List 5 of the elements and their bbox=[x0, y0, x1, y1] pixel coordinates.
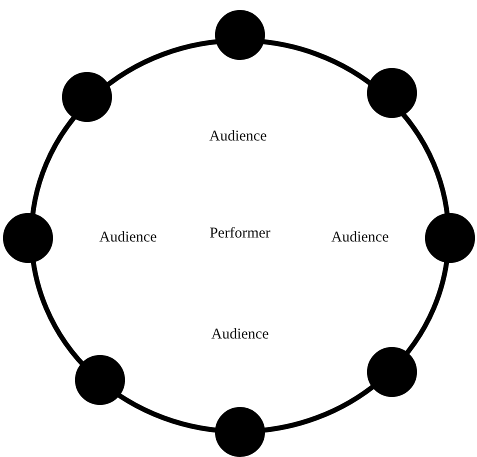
group-label: Audience bbox=[99, 230, 157, 246]
group-label: Audience bbox=[331, 230, 389, 246]
group-label: Performer bbox=[210, 226, 270, 242]
group-label: Audience bbox=[209, 128, 267, 146]
group-label: Audience bbox=[211, 326, 269, 344]
